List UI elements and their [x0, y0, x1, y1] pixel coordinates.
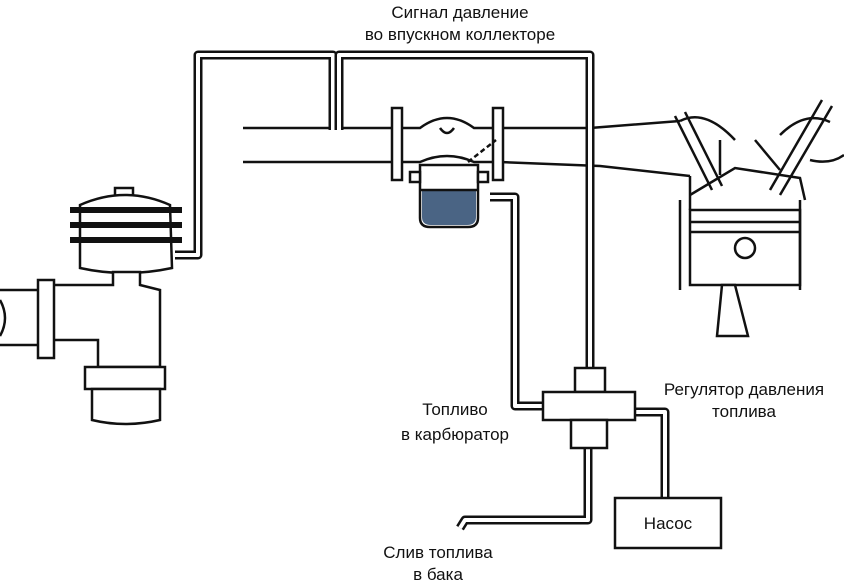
- vacuum-signal-pipes: [175, 50, 595, 375]
- pressure-regulator: [541, 366, 637, 450]
- pump-label: Насос: [644, 514, 693, 533]
- pump: Насос: [613, 496, 723, 550]
- carb-label-line1: Топливо: [422, 400, 487, 419]
- drain-label-line2: в бака: [413, 565, 463, 583]
- engine-cylinder: [673, 99, 844, 338]
- carb-label-line2: в карбюратор: [401, 425, 509, 444]
- diaphragm-valve: [0, 186, 182, 426]
- drain-pipe: [456, 448, 593, 531]
- float-bowl: [408, 163, 490, 229]
- regulator-label-line2: топлива: [712, 402, 777, 421]
- signal-label-line2: во впускном коллекторе: [365, 25, 555, 44]
- fuel-level: [422, 190, 476, 225]
- carburetor-body: [390, 106, 505, 182]
- fuel-to-carburetor-pipe: [490, 192, 545, 411]
- regulator-label-line1: Регулятор давления: [664, 380, 824, 399]
- drain-label-line1: Слив топлива: [383, 543, 493, 562]
- pump-feed-pipe: [632, 407, 670, 498]
- signal-label-line1: Сигнал давление: [391, 3, 528, 22]
